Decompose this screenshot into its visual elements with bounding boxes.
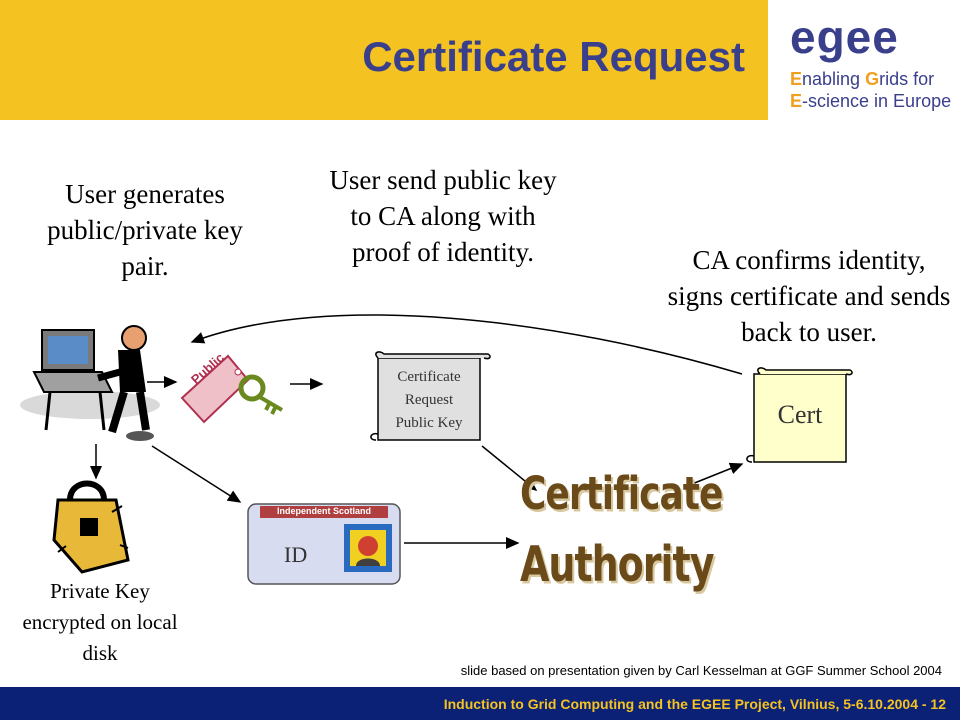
user-at-computer-icon	[20, 325, 160, 441]
egee-logo-tagline-1: Enabling Grids for	[790, 69, 935, 89]
request-line-1: Certificate	[397, 369, 461, 385]
arrow-ca-to-cert	[691, 462, 744, 485]
arrow-cert-back-to-user	[190, 314, 743, 375]
certificate-request-text: Certificate Request Public Key	[378, 366, 480, 435]
slide-title: Certificate Request	[362, 33, 745, 80]
id-card	[247, 503, 401, 585]
egee-logo-wordmark: egee	[790, 11, 899, 63]
ca-label-certificate: Certificate	[520, 468, 723, 521]
padlock-icon	[52, 480, 130, 574]
certificate-request-scroll	[370, 351, 491, 441]
caption-ca-confirms: CA confirms identity, signs certificate …	[667, 245, 951, 347]
signed-certificate-scroll	[746, 367, 853, 463]
flow-arrows	[90, 314, 744, 549]
request-line-2: Request	[404, 392, 454, 408]
ca-label-authority: Authority	[520, 535, 715, 593]
egee-logo	[768, 0, 960, 120]
caption-user-generates: User generates public/private key pair.	[47, 179, 243, 281]
id-label: ID	[284, 542, 308, 567]
footer-bar: Induction to Grid Computing and the EGEE…	[0, 687, 960, 720]
caption-user-sends: User send public key to CA along with pr…	[329, 165, 557, 267]
public-key-tag-icon	[180, 354, 284, 424]
title-bar	[0, 0, 768, 120]
egee-logo-tagline-2: E-science in Europe	[790, 91, 952, 111]
caption-private-key: Private Key encrypted on local disk	[22, 579, 178, 665]
cert-label: Cert	[777, 400, 823, 429]
attribution-note: slide based on presentation given by Car…	[460, 663, 942, 678]
footer-text: Induction to Grid Computing and the EGEE…	[443, 696, 946, 712]
arrow-request-to-ca	[481, 445, 538, 491]
arrow-user-to-id	[151, 445, 242, 503]
request-line-3: Public Key	[395, 415, 463, 431]
id-card-header: Independent Scotland	[276, 506, 371, 516]
